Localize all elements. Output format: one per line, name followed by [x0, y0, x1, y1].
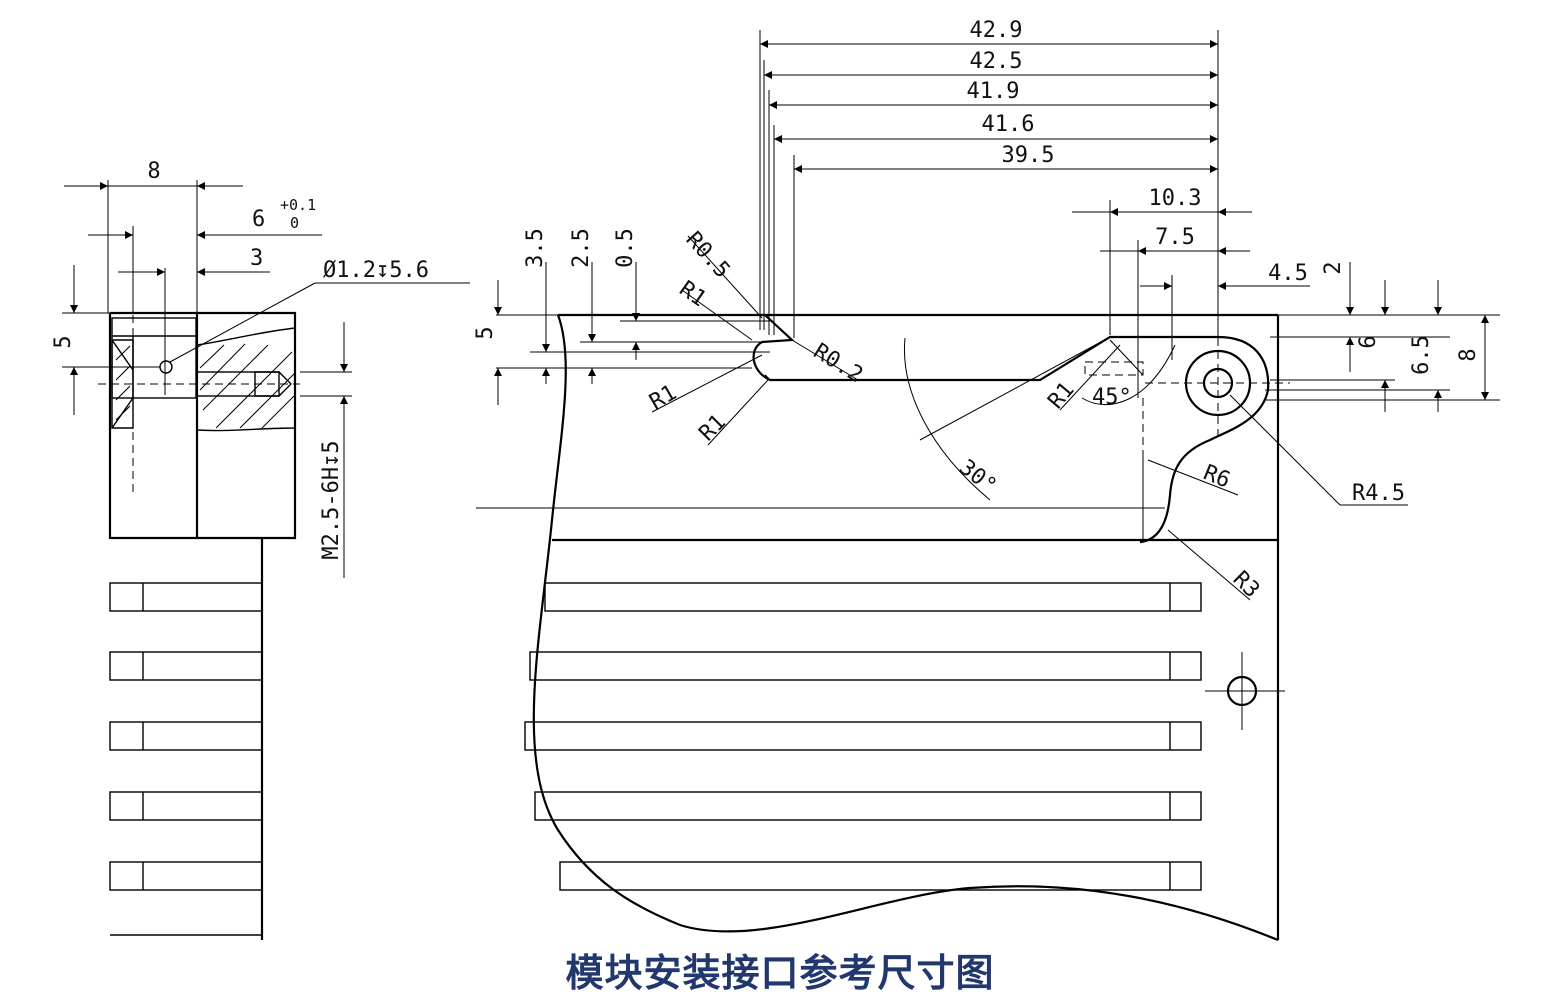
front-view: 42.9 42.5 41.9 41.6 39.5 10.3 7.5 4.5 [473, 18, 1500, 942]
radius-r0-5: R0.5 [681, 227, 735, 283]
fin [109, 651, 263, 681]
side-view: 8 6 +0.1 0 3 Ø1.2↧5.6 5 M2.5-6H↧5 [51, 159, 470, 940]
dim-6-tol-zero: 0 [290, 214, 299, 232]
dim-8: 8 [147, 159, 160, 184]
radius-r3: R3 [1228, 567, 1264, 603]
dim-6: 6 [252, 207, 265, 232]
rail [524, 721, 1202, 751]
thread-callout: M2.5-6H↧5 [319, 440, 344, 559]
break-line-left [532, 314, 681, 927]
dim-39-5: 39.5 [1002, 143, 1055, 168]
rail [534, 791, 1202, 821]
dim-6-5: 6.5 [1409, 335, 1434, 375]
radius-r1-right: R1 [1043, 377, 1079, 413]
dim-5-small: 5 [473, 326, 498, 339]
dim-2: 2 [1321, 261, 1346, 274]
angle-45: 45° [1092, 385, 1132, 410]
fin [109, 861, 263, 891]
rail [544, 582, 1202, 612]
dim-6-tol-plus: +0.1 [280, 196, 316, 214]
dim-2-5: 2.5 [569, 228, 594, 268]
dim-5: 5 [51, 335, 76, 348]
radius-r6: R6 [1200, 460, 1234, 493]
radius-r1-low: R1 [695, 410, 731, 446]
rail [529, 651, 1202, 681]
dim-3-5: 3.5 [523, 228, 548, 268]
dim-4-5: 4.5 [1268, 261, 1308, 286]
dim-41-6: 41.6 [982, 112, 1035, 137]
radius-r1-mid: R1 [646, 380, 681, 415]
drawing-caption: 模块安装接口参考尺寸图 [565, 951, 995, 995]
dim-7-5: 7.5 [1155, 225, 1195, 250]
front-view-fins [524, 582, 1202, 891]
dim-8-right: 8 [1456, 348, 1481, 361]
fin [109, 582, 263, 612]
angle-30: 30° [954, 455, 1001, 499]
dim-42-5: 42.5 [970, 49, 1023, 74]
fin [109, 721, 263, 751]
rail [559, 861, 1202, 891]
radius-r4-5: R4.5 [1352, 481, 1405, 506]
dim-3: 3 [250, 246, 263, 271]
break-line-bottom [679, 885, 1279, 942]
dim-6-right: 6 [1356, 335, 1381, 348]
dim-41-9: 41.9 [967, 79, 1020, 104]
dim-42-9: 42.9 [970, 18, 1023, 43]
fin [109, 791, 263, 821]
dim-0-5: 0.5 [613, 228, 638, 268]
hole-callout: Ø1.2↧5.6 [323, 258, 429, 283]
side-view-fins [109, 582, 263, 936]
side-view-outline [108, 311, 297, 940]
dim-10-3: 10.3 [1149, 186, 1202, 211]
